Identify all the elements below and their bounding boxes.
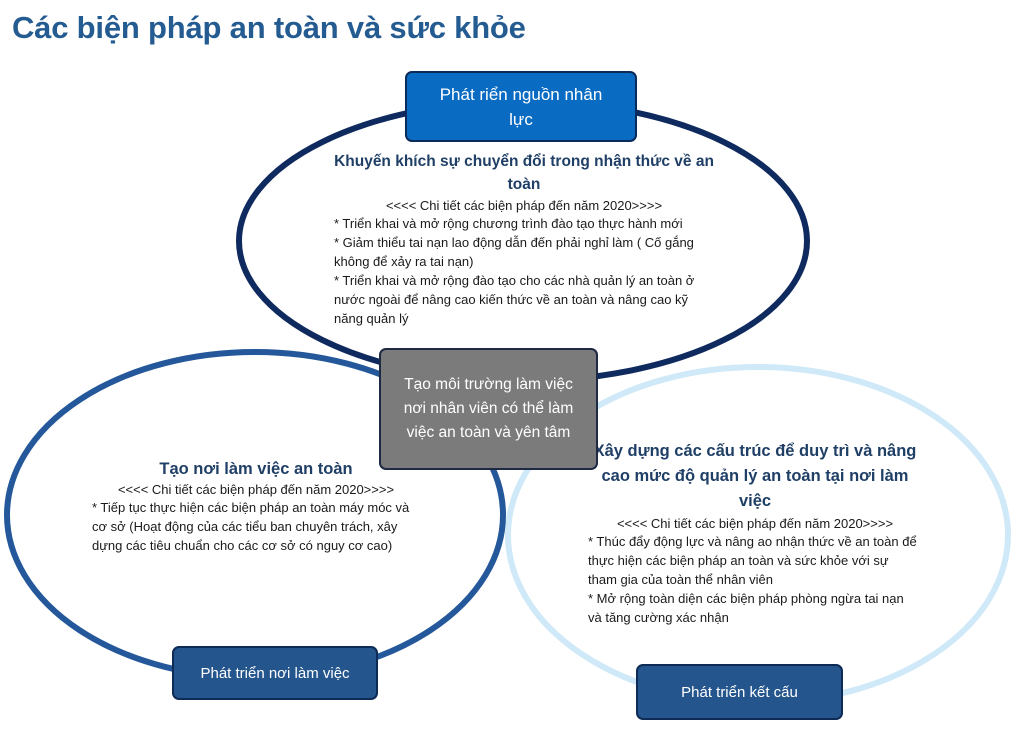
left-circle-subheading: <<<< Chi tiết các biện pháp đến năm 2020… [117, 482, 395, 497]
top-circle-bullets: * Triển khai và mở rộng chương trình đào… [330, 214, 708, 328]
list-item: * Tiếp tục thực hiện các biện pháp an to… [92, 500, 410, 553]
right-circle-heading: Xây dựng các cấu trúc để duy trì và nâng… [593, 442, 917, 510]
list-item: * Giảm thiểu tai nạn lao động dẫn đến ph… [334, 235, 694, 269]
center-label: Tạo môi trường làm việc nơi nhân viên có… [379, 348, 598, 470]
left-circle-content: Tạo nơi làm việc an toàn <<<< Chi tiết c… [92, 458, 420, 555]
list-item: * Triển khai và mở rộng đào tạo cho các … [334, 273, 695, 326]
top-circle-heading: Khuyến khích sự chuyển đổi trong nhận th… [334, 153, 714, 193]
page-title: Các biện pháp an toàn và sức khỏe [12, 10, 526, 45]
list-item: * Triển khai và mở rộng chương trình đào… [334, 216, 683, 231]
right-circle-bullets: * Thúc đẩy động lực và nâng ao nhận thức… [588, 532, 920, 627]
left-circle-heading: Tạo nơi làm việc an toàn [159, 460, 353, 478]
top-circle-subheading: <<<< Chi tiết các biện pháp đến năm 2020… [385, 198, 663, 213]
list-item: * Mở rộng toàn diện các biện pháp phòng … [588, 591, 904, 625]
left-circle-label: Phát triển nơi làm việc [172, 646, 378, 700]
right-circle-subheading: <<<< Chi tiết các biện pháp đến năm 2020… [616, 516, 894, 531]
right-circle-label: Phát triển kết cấu [636, 664, 843, 720]
right-circle-content: Xây dựng các cấu trúc để duy trì và nâng… [588, 439, 922, 627]
left-circle-bullets: * Tiếp tục thực hiện các biện pháp an to… [92, 498, 420, 555]
list-item: * Thúc đẩy động lực và nâng ao nhận thức… [588, 534, 917, 587]
top-circle-label: Phát riển nguồn nhân lực [405, 71, 637, 142]
top-circle-content: Khuyến khích sự chuyển đổi trong nhận th… [330, 150, 718, 328]
